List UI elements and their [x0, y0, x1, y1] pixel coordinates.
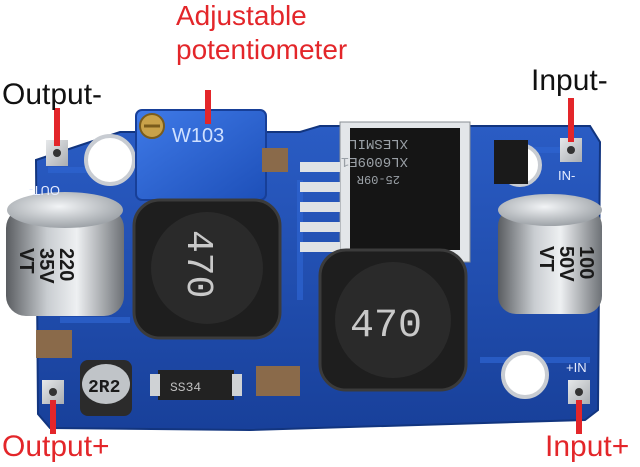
- schottky-diode: SS34: [150, 370, 242, 400]
- input-minus-label: Input-: [531, 64, 608, 97]
- silk-in-plus: +IN: [566, 360, 587, 375]
- smd-capacitor-left: [36, 330, 72, 358]
- chip-line2: XL6009E1: [341, 153, 408, 169]
- cap-right-value: 100: [575, 246, 597, 279]
- potentiometer-label: potentiometer: [176, 34, 348, 65]
- adjustable-label: Adjustable: [176, 0, 307, 31]
- diode-marking: SS34: [170, 380, 201, 395]
- chip-line3: 25-09R: [357, 172, 400, 186]
- inductor-left-value: 470: [176, 230, 219, 298]
- pot-marking: W103: [172, 125, 224, 147]
- silk-in-minus: IN-: [558, 168, 575, 183]
- inductor-right: 470: [318, 248, 468, 392]
- mounting-hole-right-bottom: [501, 351, 549, 399]
- smd-capacitor-right: [256, 366, 300, 396]
- output-plus-label: Output+: [2, 430, 110, 463]
- output-minus-label: Output-: [2, 78, 103, 111]
- adjustable-potentiometer: W103: [135, 109, 267, 201]
- input-plus-label: Input+: [545, 430, 630, 463]
- capacitor-left: 220 35V VT: [6, 192, 124, 316]
- cap-left-brand: VT: [15, 248, 37, 274]
- silk-out-minus: OUT-: [29, 183, 60, 198]
- smd-diode-top-right: [494, 140, 528, 184]
- regulator-chip: XLESMIL XL6009E1 25-09R: [300, 121, 471, 263]
- chip-line1: XLESMIL: [349, 135, 408, 151]
- capacitor-right: 100 50V VT: [498, 194, 602, 314]
- small-inductor-value: 2R2: [88, 378, 120, 398]
- cap-right-voltage: 50V: [555, 246, 577, 282]
- cap-left-value: 220: [55, 248, 77, 281]
- smd-capacitor-top: [262, 148, 288, 172]
- inductor-right-value: 470: [350, 304, 422, 349]
- cap-right-brand: VT: [535, 246, 557, 272]
- mounting-hole-left: [84, 134, 136, 186]
- inductor-left: 470: [132, 198, 282, 340]
- cap-left-voltage: 35V: [35, 248, 57, 284]
- small-inductor: 2R2: [80, 360, 132, 416]
